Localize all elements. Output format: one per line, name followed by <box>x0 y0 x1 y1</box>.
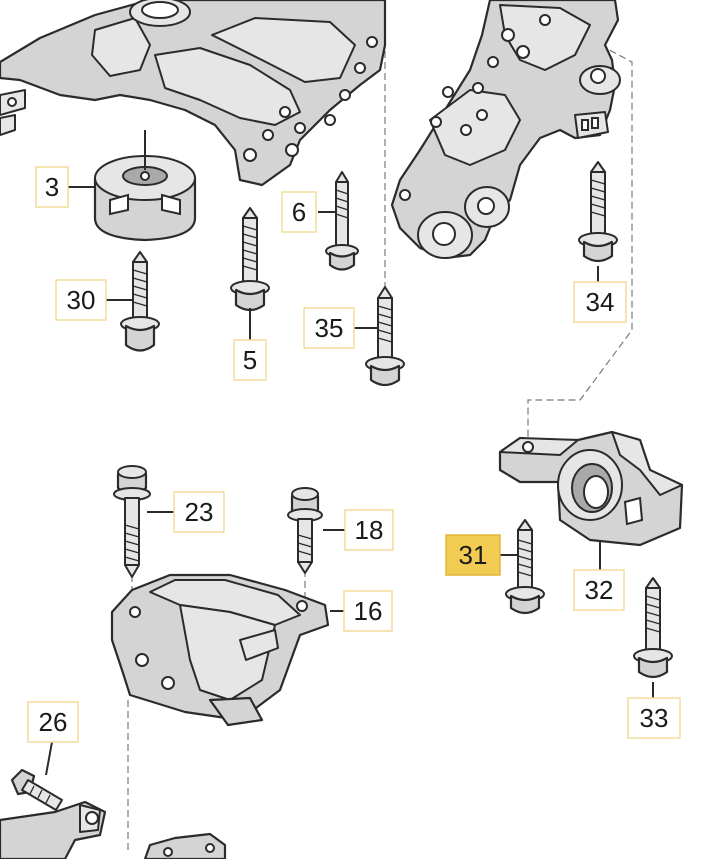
leader-lines <box>45 186 654 776</box>
callout-26-label: 26 <box>39 707 68 737</box>
callout-31-label: 31 <box>459 540 488 570</box>
callout-23[interactable]: 23 <box>173 491 225 533</box>
callout-30-label: 30 <box>67 285 96 315</box>
bolt-5 <box>230 207 270 312</box>
callout-35-label: 35 <box>315 313 344 343</box>
callout-32-label: 32 <box>585 575 614 605</box>
mount-bracket-part <box>498 430 684 547</box>
callout-33[interactable]: 33 <box>627 697 681 739</box>
callout-18[interactable]: 18 <box>344 509 394 551</box>
bolt-6 <box>325 171 359 271</box>
bolt-31 <box>505 519 545 615</box>
callout-18-label: 18 <box>355 515 384 545</box>
callout-6[interactable]: 6 <box>281 191 317 233</box>
bolt-18 <box>287 487 323 574</box>
subframe-bracket-part <box>390 0 621 260</box>
transmission-mount-part <box>110 573 330 727</box>
callout-3-label: 3 <box>45 172 59 202</box>
callout-34[interactable]: 34 <box>573 281 627 323</box>
bolt-30 <box>120 251 160 352</box>
callout-5[interactable]: 5 <box>233 339 267 381</box>
bottom-parts <box>0 800 227 859</box>
callout-33-label: 33 <box>640 703 669 733</box>
bolt-26 <box>10 768 63 811</box>
callout-26[interactable]: 26 <box>27 701 79 743</box>
callout-23-label: 23 <box>185 497 214 527</box>
callout-30[interactable]: 30 <box>55 279 107 321</box>
callout-32[interactable]: 32 <box>573 569 625 611</box>
bolt-35 <box>365 286 405 387</box>
callout-34-label: 34 <box>586 287 615 317</box>
bolt-33 <box>633 577 673 679</box>
rubber-bushing-part <box>93 130 197 242</box>
callout-6-label: 6 <box>292 197 306 227</box>
bolt-23 <box>113 465 151 578</box>
subframe-part <box>0 0 387 187</box>
bolt-34 <box>578 161 618 263</box>
callout-31[interactable]: 31 <box>445 534 501 576</box>
callout-16-label: 16 <box>354 596 383 626</box>
callout-16[interactable]: 16 <box>343 590 393 632</box>
callout-3[interactable]: 3 <box>35 166 69 208</box>
callout-5-label: 5 <box>243 345 257 375</box>
callout-35[interactable]: 35 <box>303 307 355 349</box>
